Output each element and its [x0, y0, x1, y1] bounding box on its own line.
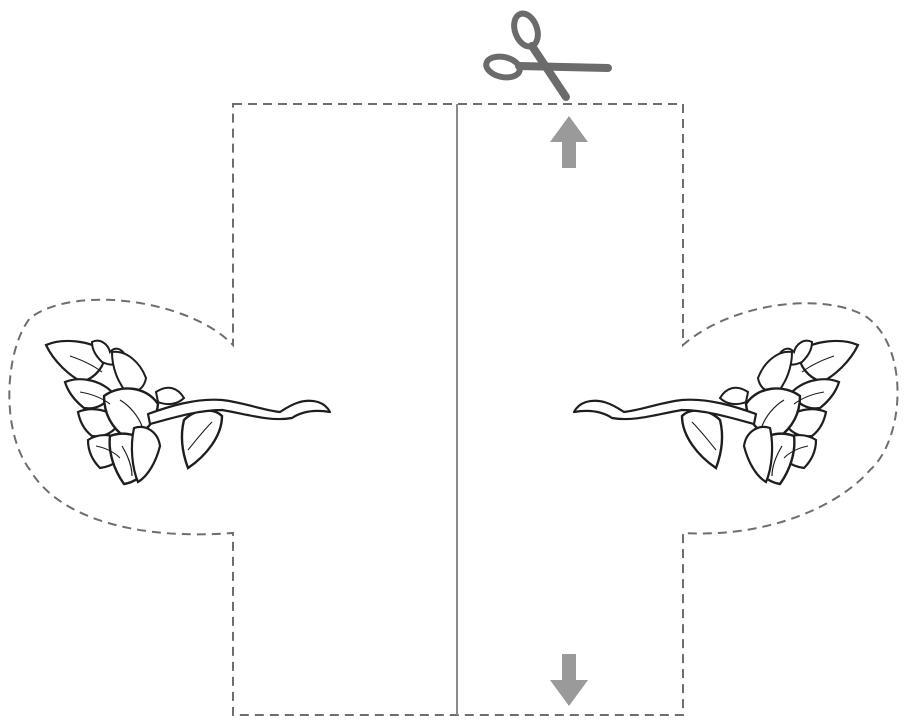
flower-left — [46, 341, 330, 484]
arrow-down-icon — [550, 654, 588, 706]
flower-right — [574, 341, 858, 484]
scissors-icon — [484, 10, 608, 97]
arrow-up-icon — [550, 116, 588, 168]
